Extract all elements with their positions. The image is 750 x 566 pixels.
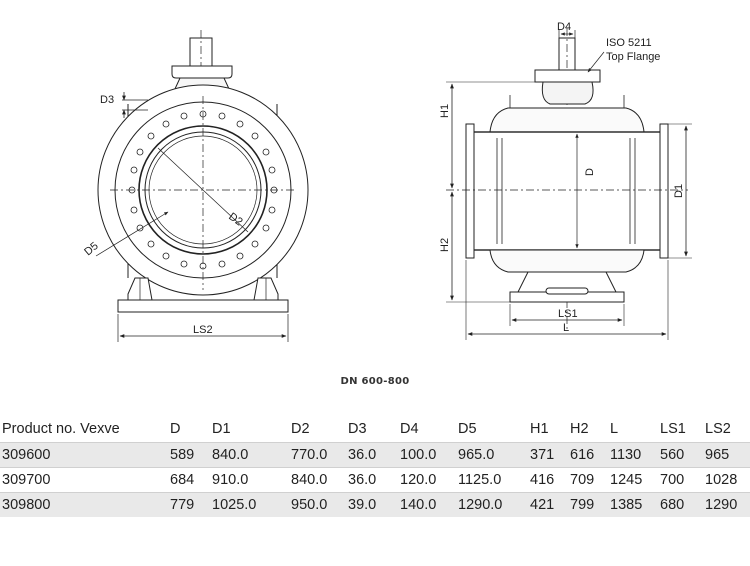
table-cell: 140.0 — [398, 492, 456, 517]
table-cell: 910.0 — [210, 467, 289, 493]
label-iso-line1: ISO 5211 — [606, 37, 652, 49]
table-cell: 709 — [568, 467, 608, 493]
table-row: 309600 589 840.0 770.0 36.0 100.0 965.0 … — [0, 442, 750, 468]
table-cell: 39.0 — [346, 492, 398, 517]
table-cell: 799 — [568, 492, 608, 517]
table-cell: 840.0 — [289, 467, 346, 493]
header-d2: D2 — [291, 421, 310, 437]
table-cell: 700 — [658, 467, 703, 493]
specification-table: Product no. Vexve D D1 D2 D3 D4 D5 H1 H2… — [0, 416, 750, 517]
table-cell: 840.0 — [210, 442, 289, 468]
label-h1: H1 — [439, 104, 451, 118]
label-d1: D1 — [673, 184, 685, 198]
header-d4: D4 — [400, 421, 419, 437]
table-cell: 309600 — [0, 442, 168, 468]
table-cell: 1125.0 — [456, 467, 528, 493]
table-cell: 589 — [168, 442, 210, 468]
table-cell: 100.0 — [398, 442, 456, 468]
table-cell: 1290 — [703, 492, 750, 517]
table-cell: 680 — [658, 492, 703, 517]
table-cell: 965 — [703, 442, 750, 468]
table-cell: 1290.0 — [456, 492, 528, 517]
header-ls2: LS2 — [705, 421, 731, 437]
table-cell: 120.0 — [398, 467, 456, 493]
table-cell: 684 — [168, 467, 210, 493]
side-view — [446, 28, 692, 340]
table-row: 309700 684 910.0 840.0 36.0 120.0 1125.0… — [0, 467, 750, 493]
label-d3: D3 — [100, 94, 114, 106]
table-cell: 779 — [168, 492, 210, 517]
header-d1: D1 — [212, 421, 231, 437]
header-d3: D3 — [348, 421, 367, 437]
valve-technical-drawing: D3 D2 D5 LS2 — [82, 21, 692, 342]
header-product-no: Product no. Vexve — [2, 421, 120, 437]
table-cell: 1245 — [608, 467, 658, 493]
front-view — [95, 30, 309, 342]
drawing-caption: DN 600-800 — [340, 376, 410, 387]
table-row: 309800 779 1025.0 950.0 39.0 140.0 1290.… — [0, 492, 750, 517]
header-ls1: LS1 — [660, 421, 686, 437]
table-cell: 1028 — [703, 467, 750, 493]
label-d4: D4 — [557, 21, 571, 33]
table-cell: 36.0 — [346, 442, 398, 468]
table-cell: 965.0 — [456, 442, 528, 468]
table-cell: 36.0 — [346, 467, 398, 493]
table-cell: 421 — [528, 492, 568, 517]
label-d: D — [584, 168, 596, 176]
table-header-row: Product no. Vexve D D1 D2 D3 D4 D5 H1 H2… — [0, 416, 750, 443]
table-cell: 309800 — [0, 492, 168, 517]
table-cell: 1385 — [608, 492, 658, 517]
table-cell: 560 — [658, 442, 703, 468]
table-cell: 371 — [528, 442, 568, 468]
header-l: L — [610, 421, 619, 437]
table-cell: 309700 — [0, 467, 168, 493]
label-ls1: LS1 — [558, 308, 578, 320]
table-cell: 616 — [568, 442, 608, 468]
header-d: D — [170, 421, 181, 437]
bolt-holes — [128, 110, 278, 270]
label-l: L — [563, 322, 569, 334]
label-h2: H2 — [439, 238, 451, 252]
table-cell: 416 — [528, 467, 568, 493]
label-ls2: LS2 — [193, 324, 213, 336]
header-h1: H1 — [530, 421, 549, 437]
table-cell: 1025.0 — [210, 492, 289, 517]
header-d5: D5 — [458, 421, 477, 437]
table-cell: 1130 — [608, 442, 658, 468]
label-d5: D5 — [82, 240, 100, 258]
table-cell: 950.0 — [289, 492, 346, 517]
label-iso-line2: Top Flange — [606, 51, 660, 63]
header-h2: H2 — [570, 421, 589, 437]
table-cell: 770.0 — [289, 442, 346, 468]
